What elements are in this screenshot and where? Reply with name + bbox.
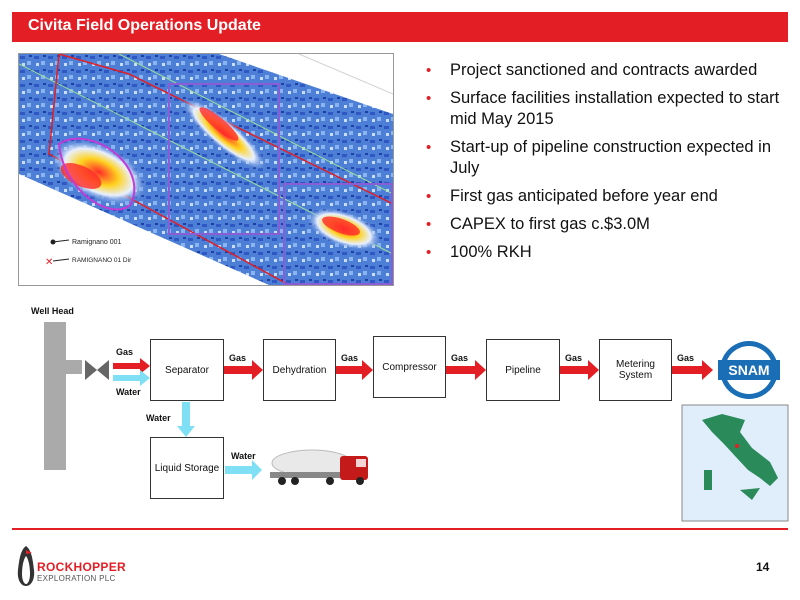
metering-system-box: Metering System bbox=[599, 339, 672, 401]
gas-label: Gas bbox=[451, 353, 469, 363]
snam-logo-icon: SNAM bbox=[718, 341, 780, 399]
liquid-storage-label: Liquid Storage bbox=[154, 462, 220, 474]
compressor-label: Compressor bbox=[382, 361, 437, 373]
svg-text:✕: ✕ bbox=[45, 257, 53, 268]
bullet-item: •Project sanctioned and contracts awarde… bbox=[426, 61, 758, 79]
bullet-item: •100% RKH bbox=[426, 243, 532, 261]
bullet-item: •Start-up of pipeline construction expec… bbox=[426, 138, 772, 177]
pipeline-label: Pipeline bbox=[505, 364, 541, 376]
well-head-pipe bbox=[44, 322, 66, 470]
gas-label: Gas bbox=[341, 353, 359, 363]
well-label-1: Ramignano 001 bbox=[72, 239, 122, 246]
gas-label: Gas bbox=[565, 353, 583, 363]
water-label: Water bbox=[146, 413, 171, 423]
company-logo-name: ROCKHOPPER bbox=[37, 560, 127, 574]
well-head-label: Well Head bbox=[31, 306, 74, 316]
dehydration-box: Dehydration bbox=[263, 339, 336, 401]
pipeline-box: Pipeline bbox=[486, 339, 560, 401]
water-label: Water bbox=[231, 451, 256, 461]
seismic-map-image: Ramignano 001 ✕ RAMIGNANO 01 Dir bbox=[18, 53, 394, 286]
company-logo-sub: EXPLORATION PLC bbox=[37, 574, 116, 583]
dehydration-label: Dehydration bbox=[272, 364, 327, 376]
penguin-logo-icon bbox=[17, 546, 35, 586]
liquid-storage-box: Liquid Storage bbox=[150, 437, 224, 499]
tanker-truck-icon bbox=[270, 449, 368, 485]
well-label-2: RAMIGNANO 01 Dir bbox=[72, 257, 132, 264]
italy-map-image bbox=[681, 404, 789, 522]
snam-label: SNAM bbox=[728, 362, 769, 378]
bullet-item: •First gas anticipated before year end bbox=[426, 187, 718, 205]
compressor-box: Compressor bbox=[373, 336, 446, 398]
water-label: Water bbox=[116, 387, 141, 397]
bullet-list: •Project sanctioned and contracts awarde… bbox=[424, 60, 784, 270]
separator-label: Separator bbox=[165, 364, 209, 376]
gas-label: Gas bbox=[677, 353, 695, 363]
gas-label: Gas bbox=[229, 353, 247, 363]
page-number: 14 bbox=[756, 560, 770, 574]
title-bar: Civita Field Operations Update bbox=[12, 12, 788, 42]
bullet-item: •CAPEX to first gas c.$3.0M bbox=[426, 215, 650, 233]
gas-label: Gas bbox=[116, 347, 134, 357]
slide-title: Civita Field Operations Update bbox=[28, 17, 261, 34]
metering-system-label: Metering System bbox=[616, 359, 655, 381]
bullet-item: •Surface facilities installation expecte… bbox=[426, 89, 780, 128]
separator-box: Separator bbox=[150, 339, 224, 401]
footer-divider bbox=[12, 528, 788, 530]
